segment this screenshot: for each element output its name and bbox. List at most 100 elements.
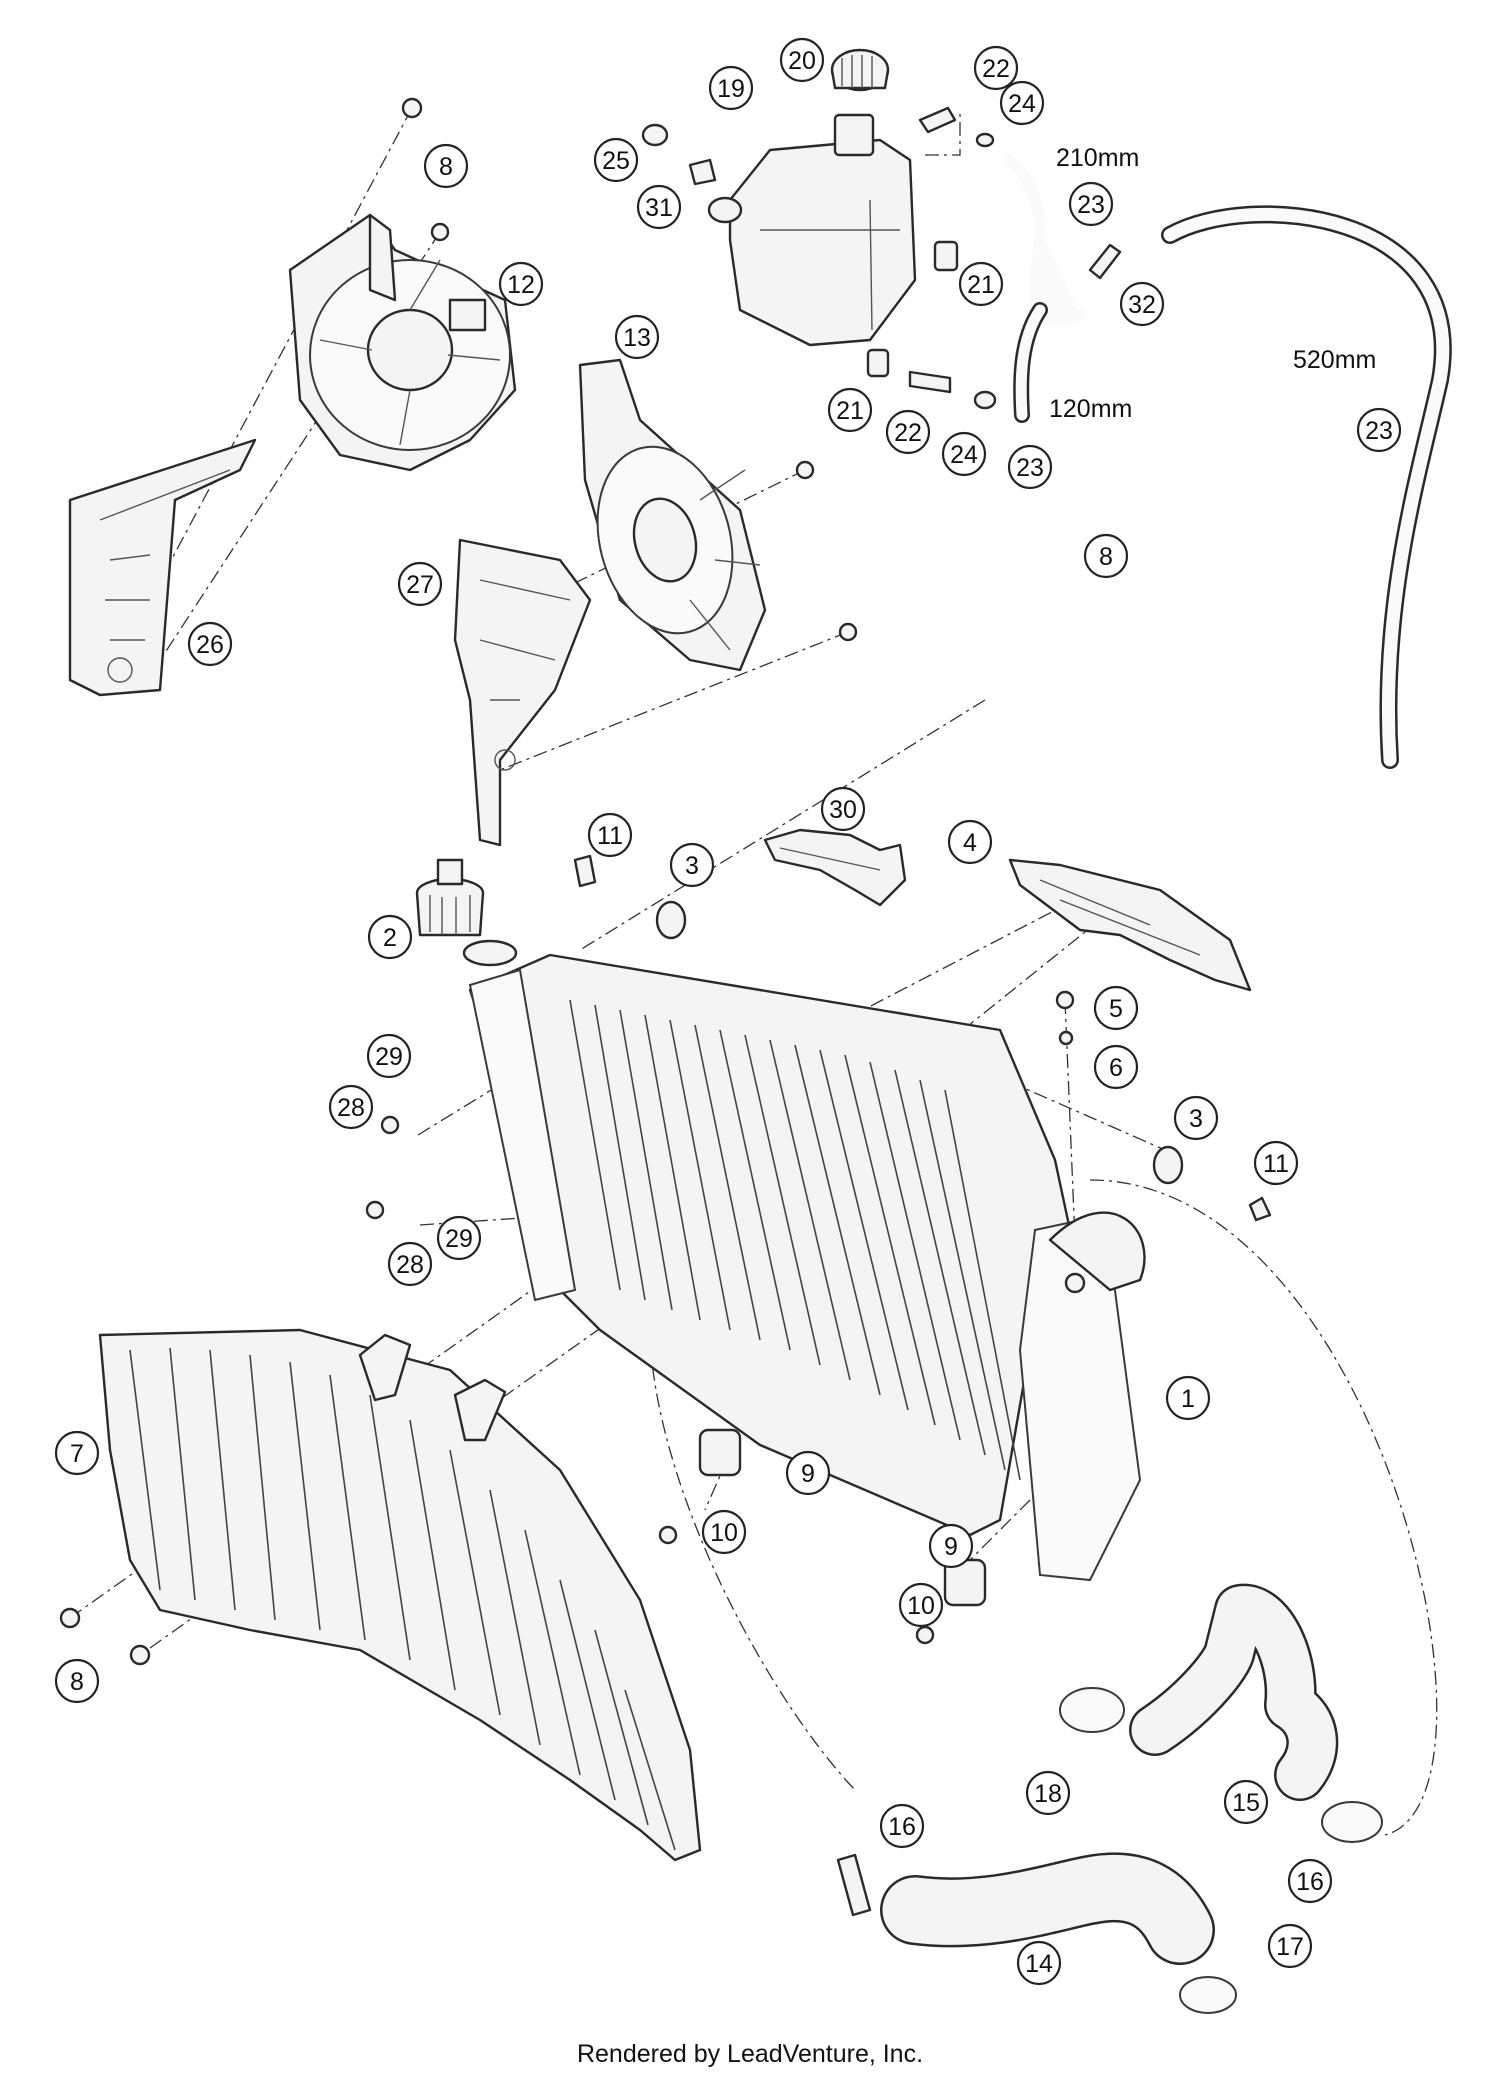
callout-number: 29 bbox=[445, 1225, 473, 1253]
expansion-tank bbox=[707, 113, 917, 347]
callout-number: 23 bbox=[1077, 191, 1105, 219]
callout-14: 14 bbox=[1016, 1940, 1062, 1986]
callout-circle bbox=[187, 621, 233, 667]
right-cooling-fan bbox=[578, 358, 767, 672]
callout-number: 19 bbox=[717, 75, 745, 103]
callout-circle bbox=[1025, 1770, 1071, 1816]
callout-circle bbox=[1223, 1779, 1269, 1825]
callout-21: 21 bbox=[827, 387, 873, 433]
callout-circle bbox=[958, 261, 1004, 307]
callout-number: 17 bbox=[1276, 1933, 1304, 1961]
callout-10: 10 bbox=[898, 1582, 944, 1628]
callout-23: 23 bbox=[1007, 444, 1053, 490]
callout-number: 13 bbox=[623, 324, 651, 352]
callout-circle bbox=[366, 1033, 412, 1079]
callout-circle bbox=[593, 137, 639, 183]
callout-24: 24 bbox=[999, 80, 1045, 126]
callout-number: 16 bbox=[888, 1813, 916, 1841]
callout-circle bbox=[1083, 533, 1129, 579]
callout-circle bbox=[669, 842, 715, 888]
dimension-label: 210mm bbox=[1056, 144, 1139, 172]
callout-number: 25 bbox=[602, 147, 630, 175]
callout-17: 17 bbox=[1267, 1923, 1313, 1969]
callout-number: 12 bbox=[507, 271, 535, 299]
callout-circle bbox=[941, 431, 987, 477]
callout-number: 24 bbox=[950, 441, 978, 469]
callout-circle bbox=[587, 812, 633, 858]
callout-22: 22 bbox=[885, 409, 931, 455]
callout-number: 22 bbox=[982, 55, 1010, 83]
callout-circle bbox=[779, 37, 825, 83]
radiator-cap bbox=[415, 858, 485, 937]
callout-28: 28 bbox=[328, 1084, 374, 1130]
callout-number: 26 bbox=[196, 631, 224, 659]
left-fan-shroud bbox=[68, 438, 257, 697]
callout-number: 9 bbox=[944, 1533, 958, 1561]
callout-32: 32 bbox=[1119, 281, 1165, 327]
callout-24: 24 bbox=[941, 431, 987, 477]
callout-number: 23 bbox=[1016, 454, 1044, 482]
callout-9: 9 bbox=[928, 1523, 974, 1569]
callout-circle bbox=[636, 184, 682, 230]
callout-10: 10 bbox=[701, 1509, 747, 1555]
callout-circle bbox=[1093, 1044, 1139, 1090]
wiring-bracket bbox=[763, 828, 907, 907]
right-fan-shroud bbox=[453, 538, 592, 847]
callout-circle bbox=[708, 65, 754, 111]
callout-circle bbox=[1267, 1923, 1313, 1969]
callout-12: 12 bbox=[498, 261, 544, 307]
callout-6: 6 bbox=[1093, 1044, 1139, 1090]
callout-circle bbox=[328, 1084, 374, 1130]
callout-11: 11 bbox=[587, 812, 633, 858]
callout-8: 8 bbox=[54, 1658, 100, 1704]
callout-16: 16 bbox=[879, 1803, 925, 1849]
render-credit: Rendered by LeadVenture, Inc. bbox=[576, 2040, 924, 2068]
callout-number: 31 bbox=[645, 194, 673, 222]
callout-circle bbox=[885, 409, 931, 455]
callout-number: 2 bbox=[383, 924, 397, 952]
callout-circle bbox=[614, 314, 660, 360]
callout-16: 16 bbox=[1287, 1858, 1333, 1904]
callout-23: 23 bbox=[1356, 407, 1402, 453]
callout-number: 18 bbox=[1034, 1780, 1062, 1808]
callout-number: 8 bbox=[439, 153, 453, 181]
callout-circle bbox=[54, 1430, 100, 1476]
callout-9: 9 bbox=[785, 1450, 831, 1496]
callout-circle bbox=[387, 1241, 433, 1287]
callout-number: 3 bbox=[1189, 1105, 1203, 1133]
callout-29: 29 bbox=[366, 1033, 412, 1079]
callout-circle bbox=[1173, 1095, 1219, 1141]
callout-number: 15 bbox=[1232, 1789, 1260, 1817]
callout-number: 10 bbox=[907, 1592, 935, 1620]
tank-hardware bbox=[641, 106, 1122, 410]
callout-5: 5 bbox=[1093, 985, 1139, 1031]
callout-31: 31 bbox=[636, 184, 682, 230]
grommets bbox=[655, 900, 1184, 1185]
callout-circle bbox=[498, 261, 544, 307]
left-cooling-fan bbox=[288, 213, 517, 472]
callout-11: 11 bbox=[1253, 1140, 1299, 1186]
callout-number: 16 bbox=[1296, 1868, 1324, 1896]
callout-19: 19 bbox=[708, 65, 754, 111]
callout-4: 4 bbox=[947, 819, 993, 865]
callout-circle bbox=[701, 1509, 747, 1555]
callout-number: 23 bbox=[1365, 417, 1393, 445]
callout-circle bbox=[1068, 181, 1114, 227]
callout-circle bbox=[898, 1582, 944, 1628]
callout-circle bbox=[928, 1523, 974, 1569]
callout-7: 7 bbox=[54, 1430, 100, 1476]
callout-number: 22 bbox=[894, 419, 922, 447]
callout-26: 26 bbox=[187, 621, 233, 667]
callout-number: 14 bbox=[1025, 1950, 1053, 1978]
upper-coolant-hose bbox=[1129, 1583, 1339, 1801]
callout-25: 25 bbox=[593, 137, 639, 183]
callout-circle bbox=[1093, 985, 1139, 1031]
radiator-grille bbox=[98, 1328, 702, 1862]
callout-number: 1 bbox=[1181, 1385, 1195, 1413]
callout-13: 13 bbox=[614, 314, 660, 360]
callout-circle bbox=[973, 45, 1019, 91]
callout-circle bbox=[827, 387, 873, 433]
callout-number: 9 bbox=[801, 1460, 815, 1488]
callout-circle bbox=[1165, 1375, 1211, 1421]
